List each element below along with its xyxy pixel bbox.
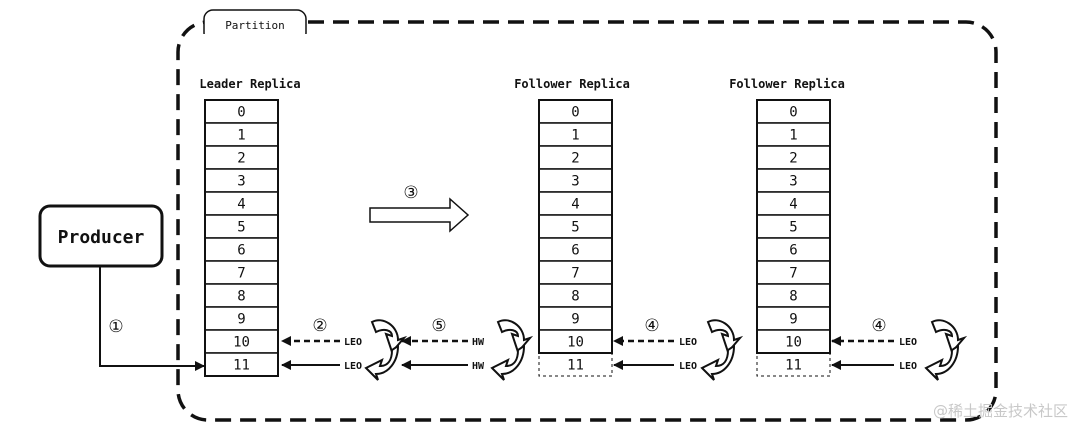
- follower-1-leo-label-1: LEO: [679, 337, 697, 348]
- log-offset-label: 3: [237, 174, 245, 190]
- log-offset-label: 9: [789, 312, 797, 328]
- fetch-arrow: [369, 197, 470, 233]
- hw-label-1: HW: [472, 337, 485, 348]
- log-offset-label: 8: [571, 289, 579, 305]
- log-column-frame: [204, 99, 279, 377]
- log-offset-label: 3: [571, 174, 579, 190]
- log-offset-label: 10: [785, 335, 802, 351]
- log-offset-label: 2: [237, 151, 245, 167]
- log-offset-label: 0: [571, 105, 579, 121]
- log-offset-label: 4: [237, 197, 245, 213]
- leader-curved-arrow-bottom: [364, 344, 400, 381]
- log-offset-label: 4: [789, 197, 797, 213]
- log-offset-label: 8: [789, 289, 797, 305]
- produce-arrow: [99, 266, 205, 371]
- follower-replica-log-1: 0 1 2 3 4 5 6 7 8 9 10 11: [538, 99, 613, 377]
- hw-label-2: HW: [472, 361, 485, 372]
- follower-1-curved-arrow-bottom: [490, 344, 526, 381]
- log-offset-label: 5: [571, 220, 579, 236]
- replica-title-follower-2: Follower Replica: [729, 77, 845, 91]
- log-offset-label: 10: [233, 335, 250, 351]
- replica-title-leader: Leader Replica: [199, 77, 300, 91]
- log-offset-label: 9: [571, 312, 579, 328]
- partition-label: Partition: [225, 19, 285, 32]
- step-1-marker: ①: [108, 317, 123, 337]
- step-4-marker-2: ④: [871, 316, 886, 336]
- log-offset-label: 4: [571, 197, 579, 213]
- producer-label: Producer: [58, 227, 145, 248]
- log-offset-label: 1: [237, 128, 245, 144]
- step-2-marker: ②: [312, 316, 327, 336]
- watermark-text: @稀土掘金技术社区: [933, 402, 1068, 420]
- log-offset-label: 6: [789, 243, 797, 259]
- leader-leo-label-2: LEO: [344, 361, 362, 372]
- leader-leo-label-1: LEO: [344, 337, 362, 348]
- log-offset-label: 1: [789, 128, 797, 144]
- follower-2-leo-label-2: LEO: [899, 361, 917, 372]
- log-offset-label: 3: [789, 174, 797, 190]
- leader-curved-arrow-top: [370, 319, 408, 354]
- log-offset-label: 11: [567, 358, 584, 374]
- partition-boundary: [176, 20, 998, 422]
- log-offset-label: 1: [571, 128, 579, 144]
- log-offset-label: 2: [789, 151, 797, 167]
- log-offset-label: 9: [237, 312, 245, 328]
- follower-1-curved-arrow-top: [496, 319, 534, 354]
- follower-2-leo-label-1: LEO: [899, 337, 917, 348]
- follower-replica-log-2: 0 1 2 3 4 5 6 7 8 9 10 11: [756, 99, 831, 377]
- step-5-marker: ⑤: [431, 316, 446, 336]
- step-3-marker: ③: [403, 183, 418, 203]
- leader-replica-log: 0 1 2 3 4 5 6 7 8 9 10 11: [204, 99, 279, 377]
- log-offset-label: 2: [571, 151, 579, 167]
- follower-2-curved-arrow-top: [930, 319, 968, 354]
- follower-1-curved-arrow-right-bottom: [700, 344, 736, 381]
- log-offset-label: 7: [237, 266, 245, 282]
- follower-2-curved-arrow-bottom: [924, 344, 960, 381]
- log-offset-label: 10: [567, 335, 584, 351]
- log-offset-label: 11: [233, 358, 250, 374]
- log-offset-label: 8: [237, 289, 245, 305]
- log-offset-label: 5: [237, 220, 245, 236]
- log-offset-label: 7: [571, 266, 579, 282]
- log-offset-label: 0: [237, 105, 245, 121]
- log-offset-label: 6: [237, 243, 245, 259]
- log-offset-label: 0: [789, 105, 797, 121]
- partition-tab-mask: [200, 34, 312, 46]
- log-offset-label: 11: [785, 358, 802, 374]
- log-column-frame: [756, 99, 831, 354]
- log-offset-label: 7: [789, 266, 797, 282]
- log-offset-label: 5: [789, 220, 797, 236]
- replica-title-follower-1: Follower Replica: [514, 77, 630, 91]
- step-4-marker-1: ④: [644, 316, 659, 336]
- follower-1-leo-label-2: LEO: [679, 361, 697, 372]
- follower-1-curved-arrow-right-top: [706, 319, 744, 354]
- log-column-frame: [538, 99, 613, 354]
- log-offset-label: 6: [571, 243, 579, 259]
